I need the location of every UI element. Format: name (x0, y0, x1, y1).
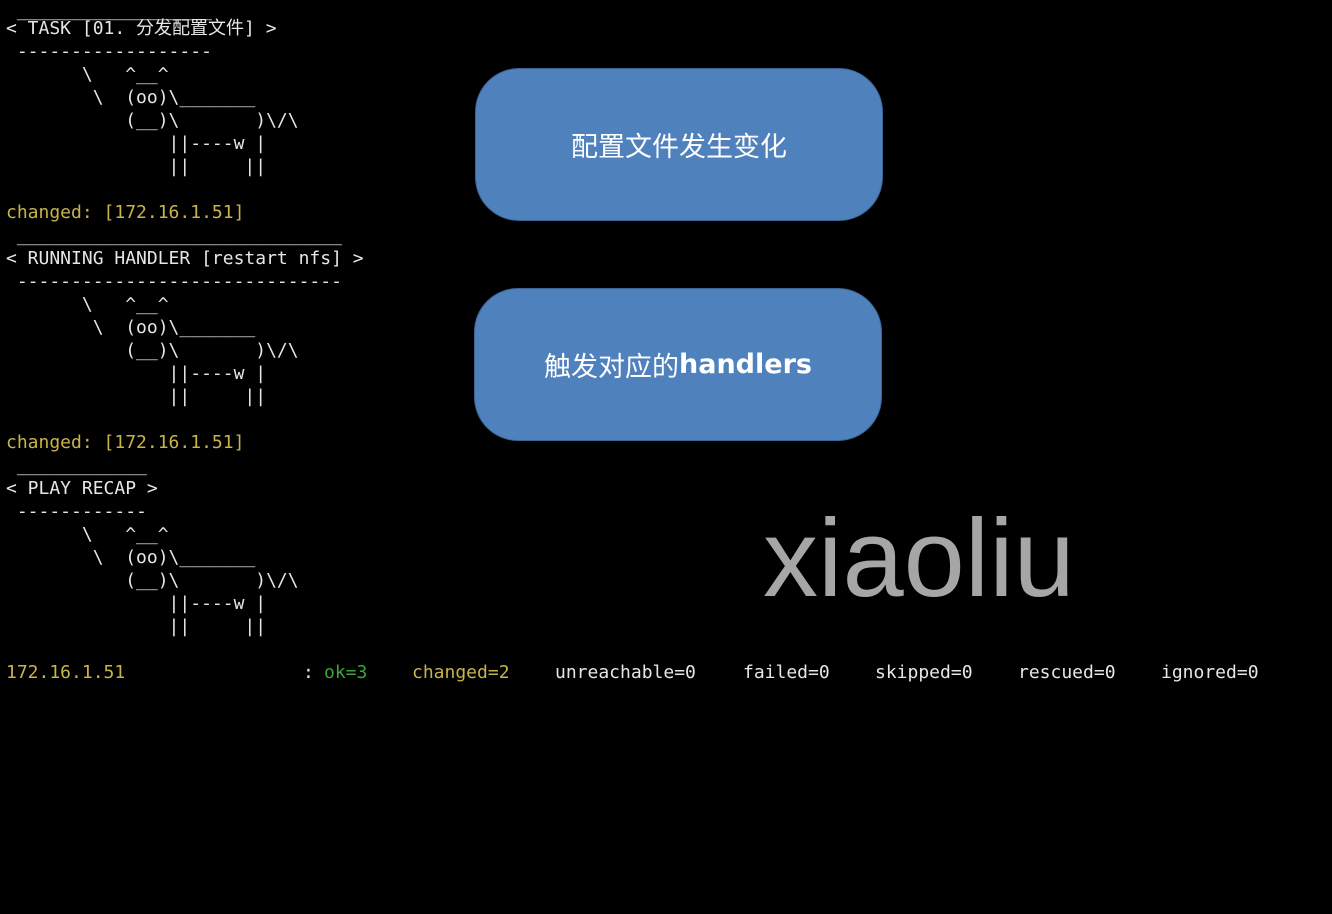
cow-line: (__)\ )\/\ (6, 340, 299, 361)
cow-line: ||----w | (6, 593, 267, 614)
handler-top-bar: ______________________________ (6, 225, 342, 246)
handler-bottom-bar: ------------------------------ (6, 271, 342, 292)
cow-line: \ ^__^ (6, 64, 169, 85)
task-changed-status: changed: [172.16.1.51] (6, 202, 245, 223)
trigger-handlers-label-bold: handlers (679, 349, 812, 380)
cow-line: || || (6, 616, 267, 637)
cow-line: \ ^__^ (6, 294, 169, 315)
watermark-text: xiaoliu (763, 497, 1075, 620)
recap-top-bar: ____________ (6, 455, 147, 476)
trigger-handlers-label-prefix: 触发对应的 (544, 352, 680, 383)
recap-ignored: ignored=0 (1161, 662, 1259, 683)
recap-unreachable: unreachable=0 (555, 662, 696, 683)
recap-header: < PLAY RECAP > (6, 478, 158, 499)
task-header: < TASK [01. 分发配置文件] > (6, 18, 277, 39)
cow-line: (__)\ )\/\ (6, 570, 299, 591)
recap-skipped: skipped=0 (875, 662, 973, 683)
cow-line: \ ^__^ (6, 524, 169, 545)
handler-changed-status: changed: [172.16.1.51] (6, 432, 245, 453)
cow-line: \ (oo)\_______ (6, 87, 256, 108)
cow-line: ||----w | (6, 133, 267, 154)
cow-line: \ (oo)\_______ (6, 317, 256, 338)
config-changed-label: 配置文件发生变化 (571, 132, 787, 163)
config-changed-callout: 配置文件发生变化 (475, 68, 883, 221)
task-bottom-bar: ------------------ (6, 41, 212, 62)
recap-host: 172.16.1.51 (6, 662, 126, 683)
recap-colon: : (303, 662, 314, 683)
recap-summary-line: 172.16.1.51 : ok=3 changed=2 unreachable… (6, 661, 1326, 684)
cow-line: (__)\ )\/\ (6, 110, 299, 131)
recap-ok: ok=3 (324, 662, 368, 683)
cow-line: \ (oo)\_______ (6, 547, 256, 568)
cow-line: ||----w | (6, 363, 267, 384)
cow-line: || || (6, 386, 267, 407)
recap-failed: failed=0 (743, 662, 830, 683)
task-top-bar: __________________ (6, 0, 212, 21)
handler-header: < RUNNING HANDLER [restart nfs] > (6, 248, 364, 269)
terminal-output: __________________ < TASK [01. 分发配置文件] >… (6, 0, 1326, 706)
cow-line: || || (6, 156, 267, 177)
recap-rescued: rescued=0 (1018, 662, 1116, 683)
recap-bottom-bar: ------------ (6, 501, 147, 522)
recap-changed: changed=2 (412, 662, 510, 683)
